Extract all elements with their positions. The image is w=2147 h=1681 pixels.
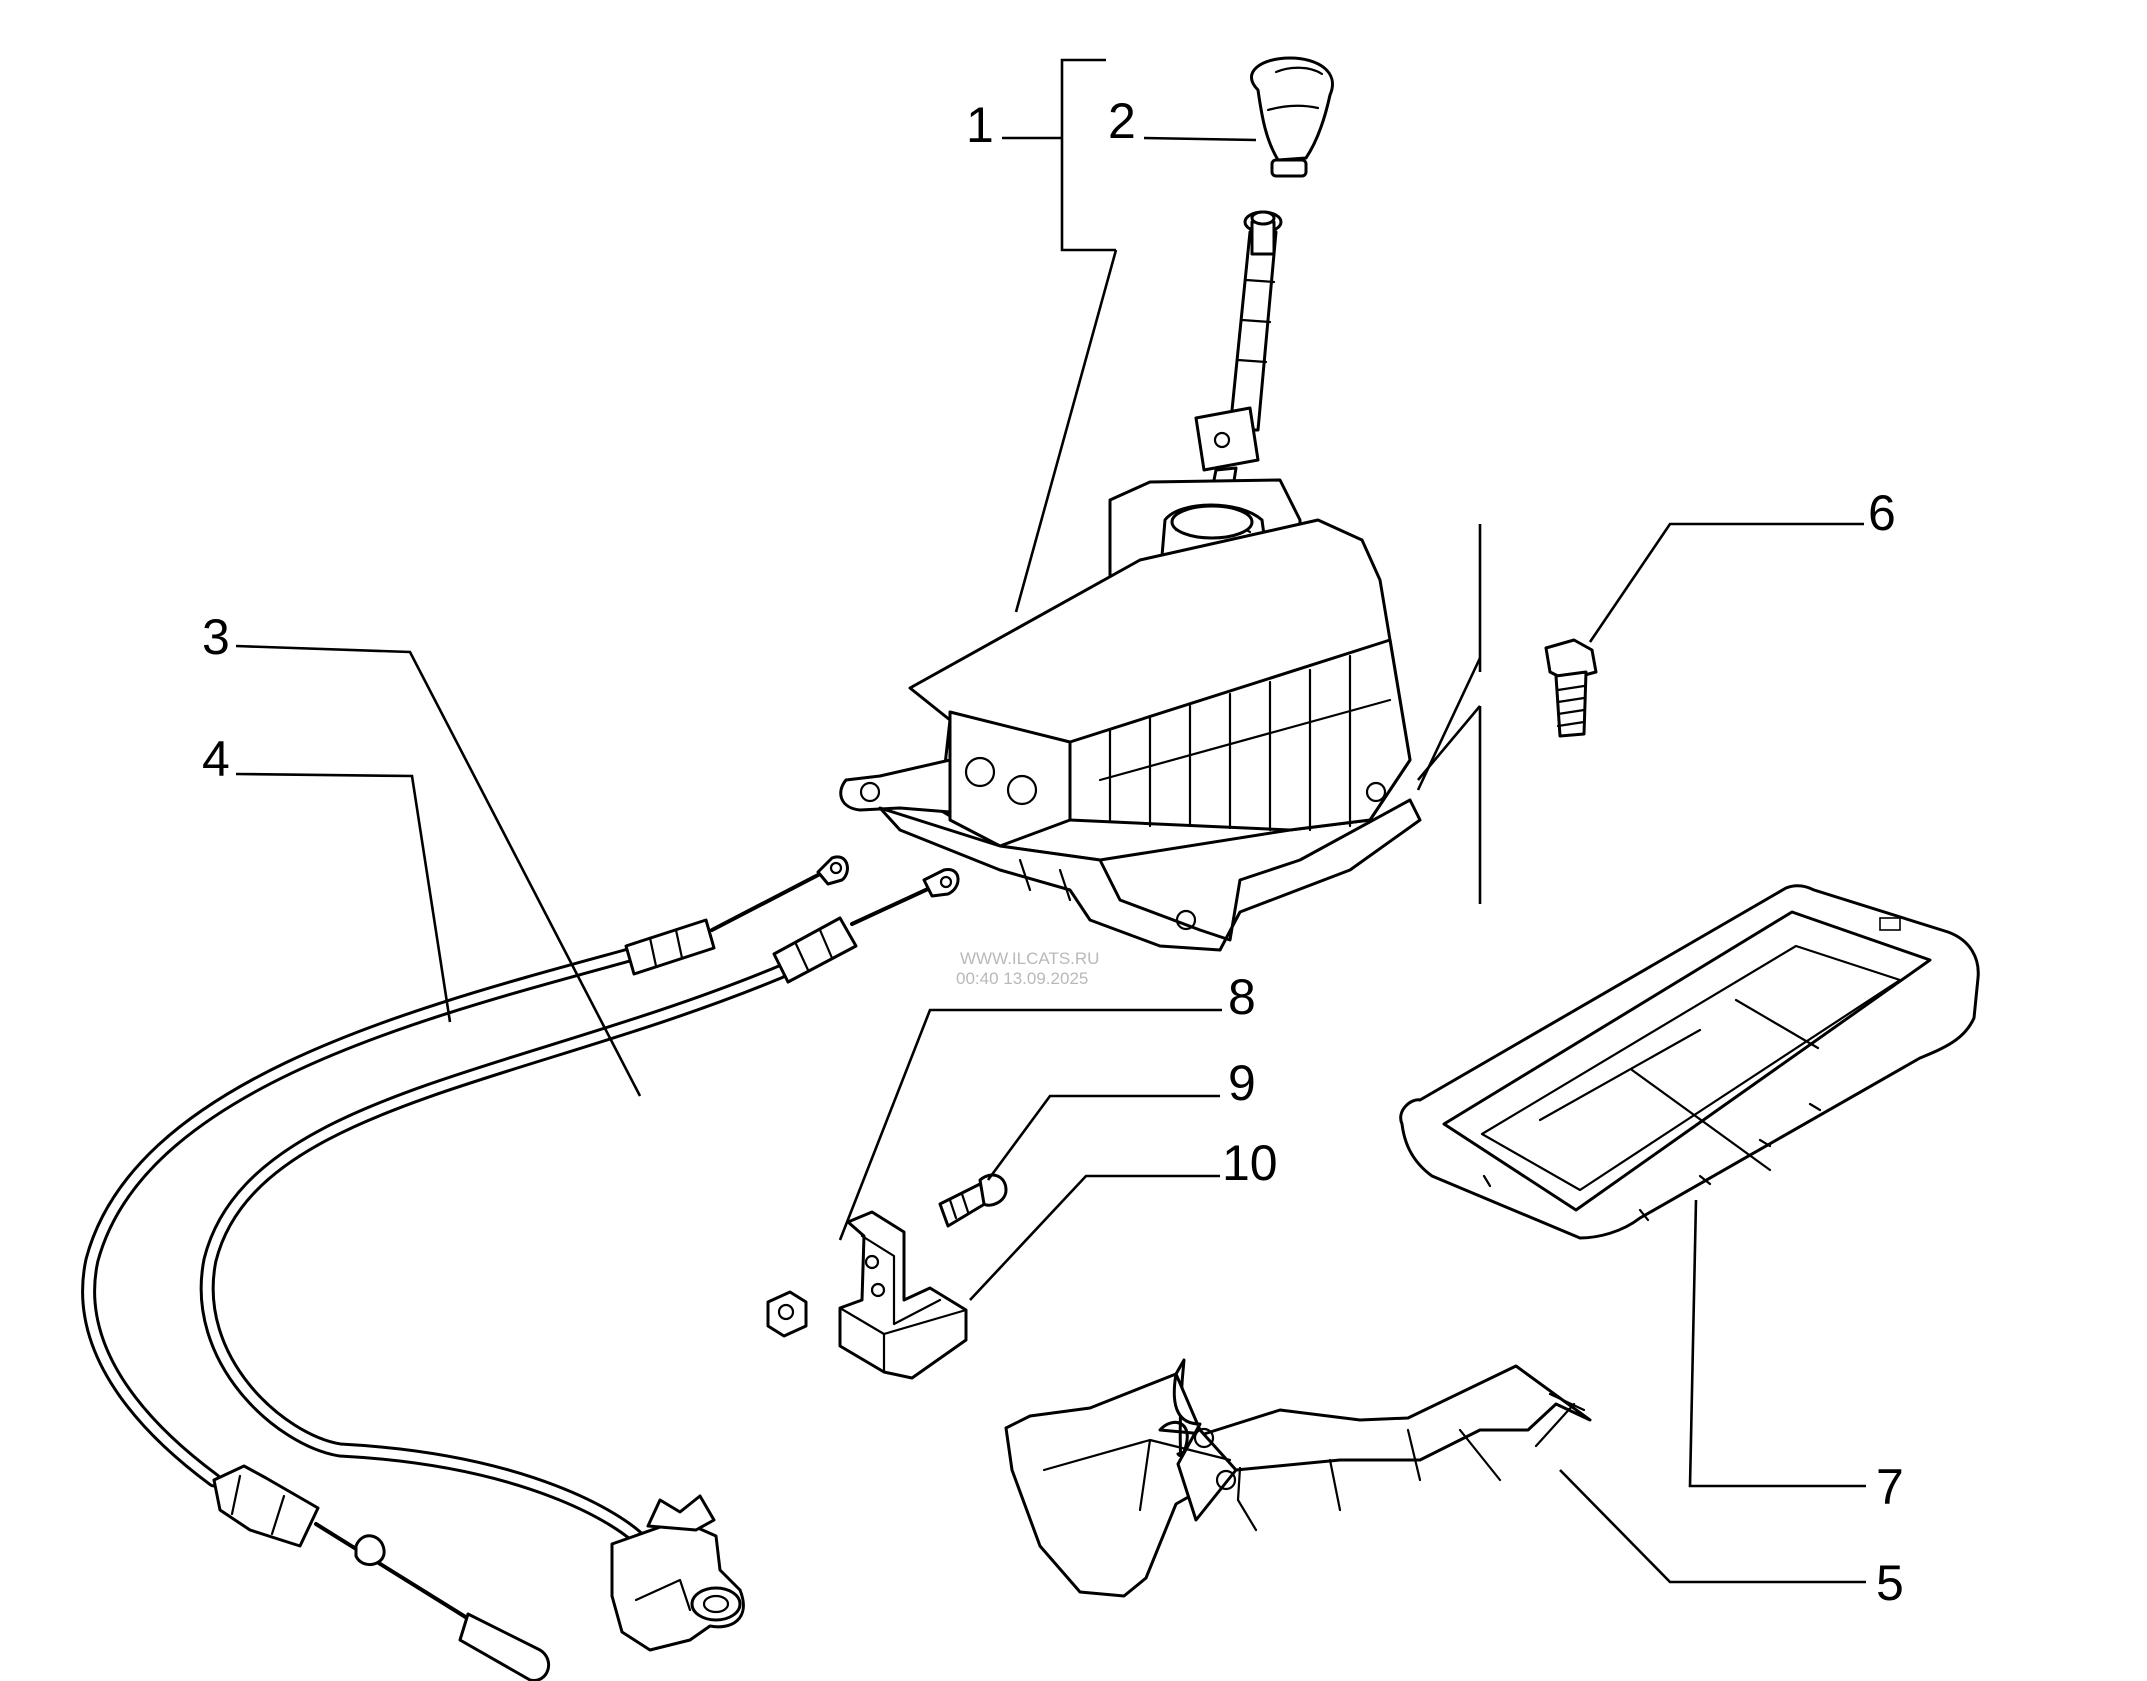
- bracket: [838, 1210, 968, 1380]
- console-tray: [1399, 884, 1980, 1240]
- gear-lever-assembly: [839, 210, 1422, 952]
- callout-7: 7: [1876, 1459, 1904, 1515]
- gear-knob: [1250, 56, 1334, 178]
- callout-9: 9: [1228, 1055, 1256, 1111]
- watermark-timestamp: 00:40 13.09.2025: [956, 969, 1088, 988]
- watermark-site: WWW.ILCATS.RU: [960, 949, 1099, 968]
- callout-2: 2: [1108, 93, 1136, 149]
- callout-4: 4: [202, 731, 230, 787]
- callout-labels: 1 2 3 4 5 6 7 8 9 10: [202, 93, 1904, 1611]
- leader-lines: [235, 58, 1866, 1584]
- callout-6: 6: [1868, 485, 1896, 541]
- callout-8: 8: [1228, 969, 1256, 1025]
- screw: [938, 1173, 1008, 1228]
- callout-5: 5: [1876, 1555, 1904, 1611]
- callout-1: 1: [966, 97, 994, 153]
- callout-3: 3: [202, 609, 230, 665]
- bolt: [1544, 638, 1598, 738]
- gear-cables: [81, 855, 960, 1681]
- callout-10: 10: [1222, 1135, 1278, 1191]
- nut: [766, 1290, 808, 1338]
- lower-cover: [1004, 1358, 1592, 1598]
- watermark: WWW.ILCATS.RU 00:40 13.09.2025: [956, 949, 1099, 988]
